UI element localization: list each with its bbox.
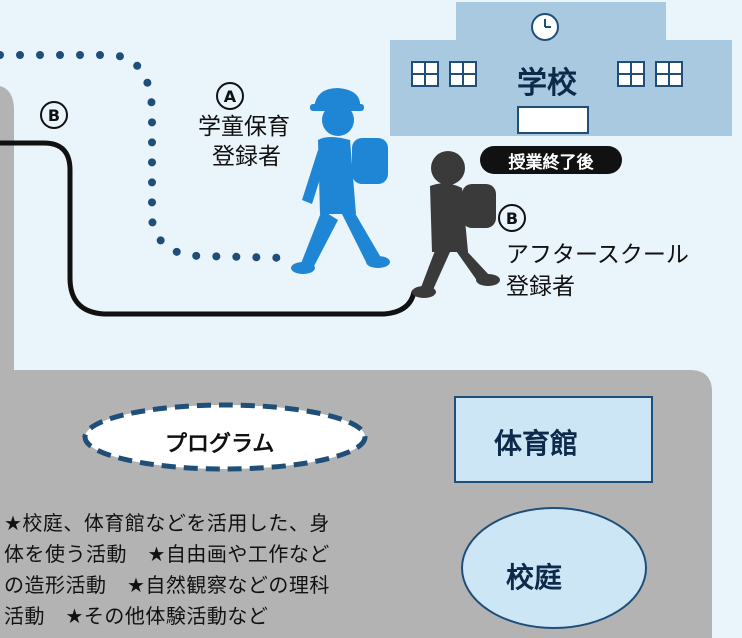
route-b-path bbox=[0, 140, 417, 317]
route-b-marker-right: B bbox=[498, 204, 526, 232]
after-class-badge: 授業終了後 bbox=[480, 146, 622, 174]
school-building bbox=[390, 2, 732, 136]
activity-line: 活動 ★その他体験活動など bbox=[4, 604, 269, 628]
child-with-cap-icon bbox=[291, 88, 390, 274]
schoolyard-label: 校庭 bbox=[506, 561, 563, 594]
school-door bbox=[517, 106, 589, 134]
clock-icon bbox=[531, 13, 559, 41]
route-a-label-line2: 登録者 bbox=[212, 144, 281, 170]
route-b-label-line2: 登録者 bbox=[506, 274, 575, 300]
window-icon bbox=[411, 61, 683, 87]
child-with-backpack-icon bbox=[412, 151, 500, 298]
program-ellipse bbox=[82, 402, 368, 472]
route-b-label-line1: アフタースクール bbox=[506, 242, 689, 268]
route-b-marker-left: B bbox=[40, 101, 68, 129]
school-name: 学校 bbox=[517, 66, 577, 101]
gym-label: 体育館 bbox=[494, 427, 579, 460]
program-label: プログラム bbox=[165, 432, 275, 457]
activity-line: 体を使う活動 ★自由画や工作など bbox=[4, 542, 330, 566]
activity-line: ★校庭、体育館などを活用した、身 bbox=[4, 511, 330, 535]
activity-line: の造形活動 ★自然観察などの理科 bbox=[4, 573, 330, 597]
activities-list: ★校庭、体育館などを活用した、身 体を使う活動 ★自由画や工作など の造形活動 … bbox=[4, 508, 434, 632]
route-a-label-line1: 学童保育 bbox=[198, 114, 290, 140]
route-a-marker: A bbox=[216, 82, 244, 110]
schoolyard-ellipse bbox=[461, 507, 647, 629]
gym-box bbox=[454, 396, 653, 483]
